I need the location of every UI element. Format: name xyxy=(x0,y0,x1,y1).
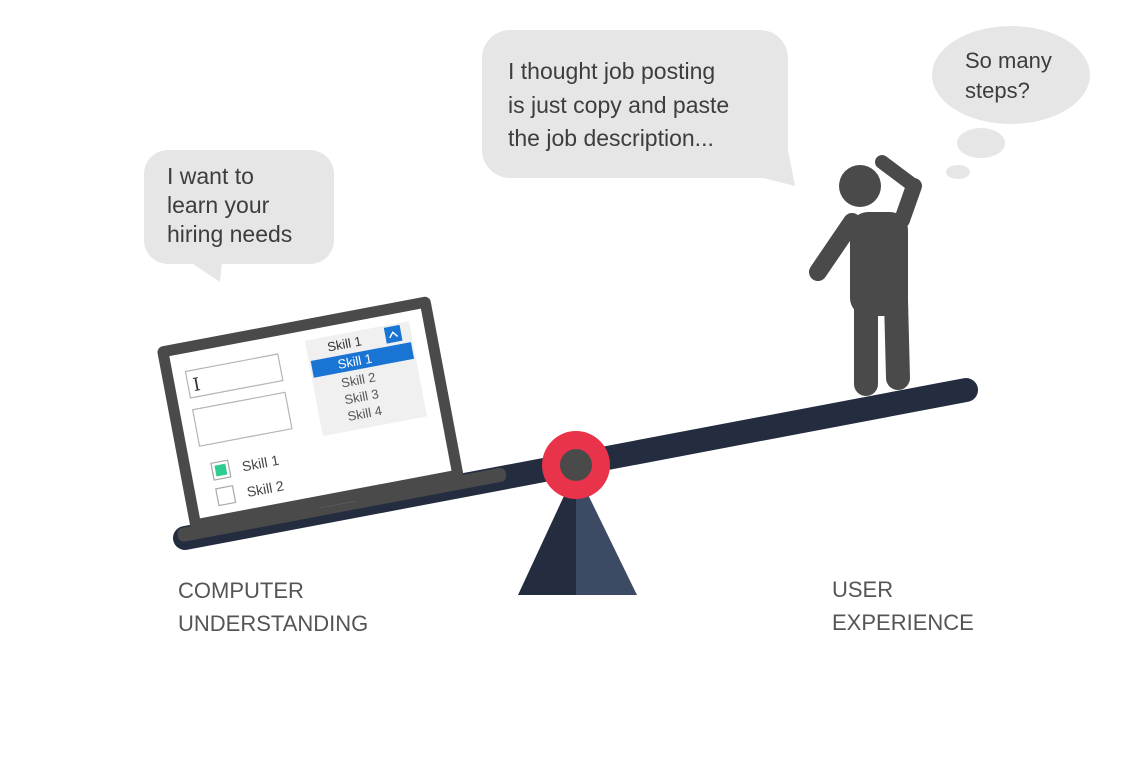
text-cursor-icon: I xyxy=(191,374,202,396)
screen-text-input-1 xyxy=(184,353,284,399)
laptop: I Skill 1 Skill 2 Skill 1 Skill 1 Skill … xyxy=(157,296,507,542)
dropdown-option-2: Skill 2 xyxy=(340,369,377,390)
checkbox-skill-1-label: Skill 1 xyxy=(241,452,281,475)
computer-understanding-label-line-1: COMPUTER xyxy=(178,578,304,603)
confused-person-figure xyxy=(809,155,922,396)
checkbox-skill-2 xyxy=(215,485,237,507)
computer-bubble-line-2: learn your xyxy=(167,192,270,218)
computer-bubble-line-1: I want to xyxy=(167,163,254,189)
seesaw-pivot xyxy=(542,431,610,499)
seesaw-fulcrum xyxy=(518,470,637,595)
dropdown-toggle xyxy=(383,324,403,344)
user-bubble-line-2: is just copy and paste xyxy=(508,92,729,118)
dropdown-option-4: Skill 4 xyxy=(346,403,383,424)
dropdown-option-1: Skill 1 xyxy=(336,351,373,372)
user-thought-bubble: So many steps? xyxy=(932,26,1090,179)
dropdown-highlight-row xyxy=(310,342,415,378)
thought-line-1: So many xyxy=(965,48,1052,73)
user-experience-label-line-2: EXPERIENCE xyxy=(832,610,974,635)
computer-speech-bubble: I want to learn your hiring needs xyxy=(144,150,334,282)
dropdown-option-3: Skill 3 xyxy=(343,386,380,407)
user-experience-label-line-1: USER xyxy=(832,577,893,602)
checkbox-skill-2-label: Skill 2 xyxy=(245,477,285,500)
checkbox-skill-1-fill xyxy=(214,463,228,477)
chevron-up-icon xyxy=(389,331,399,339)
user-bubble-line-1: I thought job posting xyxy=(508,58,715,84)
computer-understanding-label-line-2: UNDERSTANDING xyxy=(178,611,368,636)
user-speech-bubble: I thought job posting is just copy and p… xyxy=(482,30,795,186)
screen-text-input-2 xyxy=(191,391,293,447)
dropdown-selected-value: Skill 1 xyxy=(326,333,363,354)
user-bubble-line-3: the job description... xyxy=(508,125,714,151)
thought-line-2: steps? xyxy=(965,78,1030,103)
computer-bubble-line-3: hiring needs xyxy=(167,221,292,247)
